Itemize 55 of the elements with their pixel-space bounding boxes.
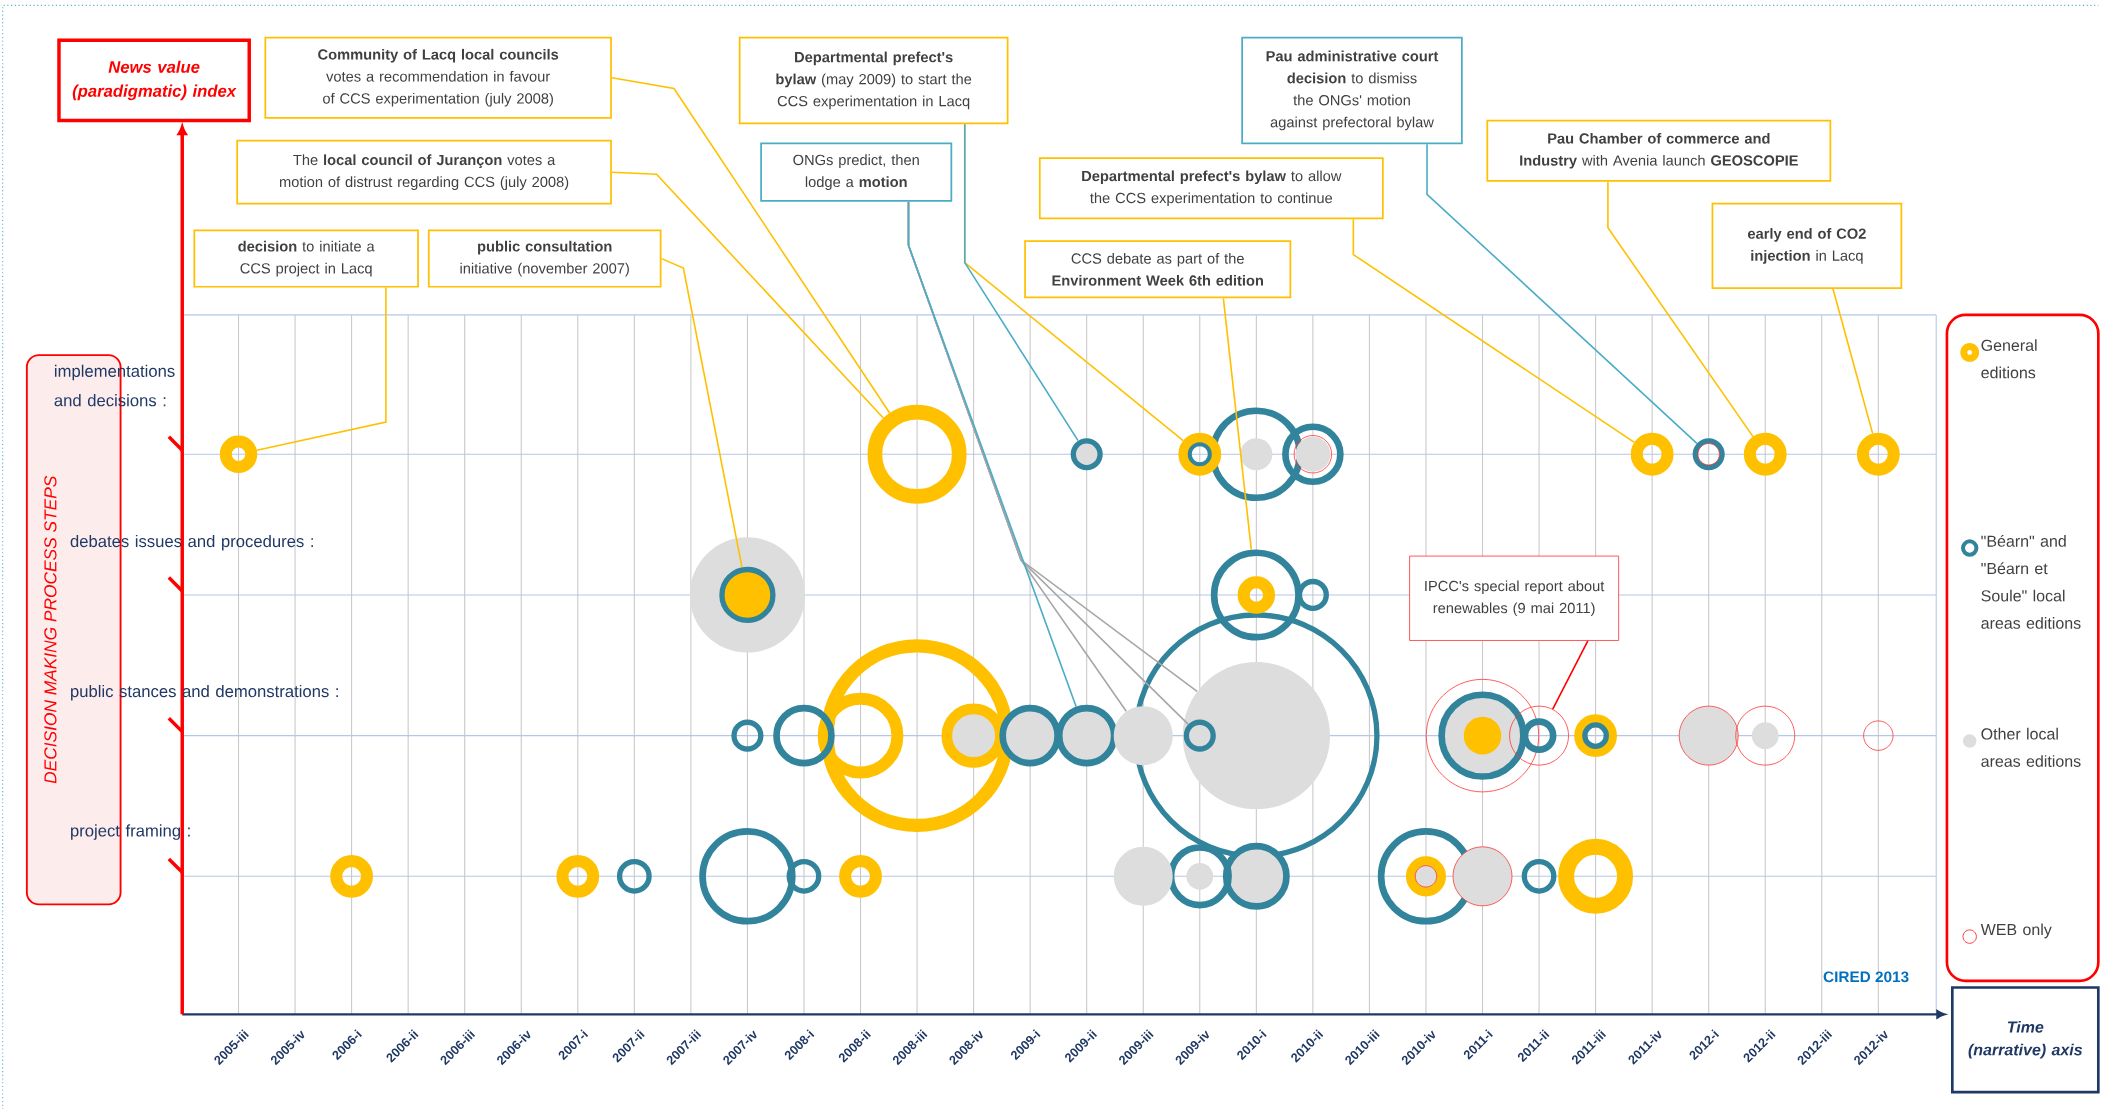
axis-title-box: Time (narrative) axis [1951, 985, 2100, 1094]
bubble [1558, 838, 1634, 914]
bubble [1678, 705, 1739, 766]
credit-text: CIRED 2013 [1823, 971, 1909, 983]
leader-line [1551, 639, 1589, 710]
bubble [1070, 437, 1103, 471]
bubble [219, 435, 258, 473]
callout-box: early end of CO2 injection in Lacq [1711, 202, 1903, 289]
leader-line [1352, 218, 1636, 443]
leader-line [660, 257, 743, 568]
bubble [1856, 432, 1900, 476]
callout-box: The local council of Jurançon votes a motion of distrust regarding CCS (july 2008) [236, 139, 612, 205]
callout-box: ONGs predict, then lodge a motion [760, 142, 953, 202]
bubble [867, 404, 967, 504]
leader-line [1832, 287, 1874, 435]
callout-box: Pau Chamber of commerce and Industry with Avenia launch GEOSCOPIE [1486, 119, 1832, 182]
callout-box: Departmental prefect's bylaw (may 2009) to start the CCS experimentation in Lacq [738, 36, 1009, 124]
bubble [616, 858, 652, 894]
legend-text: Other local areas editions [1981, 727, 2081, 767]
leader-line [611, 171, 885, 419]
bubble [699, 827, 796, 925]
bubble [1521, 858, 1557, 894]
bubble [839, 854, 882, 898]
leader-line [907, 200, 1077, 708]
callout-box: Pau administrative court decision to dismiss the ONGs' motion against prefectoral bylaw [1241, 36, 1463, 145]
callout-box: Community of Lacq local councils votes a recommendation in favour of CCS experimentation (july 2008) [264, 36, 612, 119]
axis-title-box: News value (paradigmatic) index [57, 38, 251, 123]
bubble [817, 692, 904, 779]
legend-text: WEB only [1980, 923, 2052, 939]
callout-box: IPCC's special report about renewables (9 mai 2011) [1409, 555, 1620, 641]
callout-box: Departmental prefect's bylaw to allow the CCS experimentation to continue [1038, 157, 1384, 220]
bubble [731, 719, 764, 752]
legend-text: "Béarn" and "Béarn et Soule" local areas editions [1981, 534, 2081, 629]
legend-text: General editions [1981, 339, 2037, 379]
bubble [1452, 846, 1513, 906]
bubble [1113, 846, 1173, 906]
bubble [330, 854, 373, 898]
leader-line [611, 76, 891, 414]
bubble [1863, 720, 1894, 751]
leader-line [1222, 297, 1253, 551]
leader-line [1426, 143, 1698, 444]
leader-line [1607, 180, 1754, 438]
bubble [1296, 578, 1329, 611]
bubble [773, 704, 835, 767]
bubble [786, 858, 822, 894]
leader-line [963, 123, 1079, 442]
callout-box: decision to initiate a CCS project in Lacq [193, 229, 419, 288]
bubble [1113, 705, 1173, 765]
callout-box: CCS debate as part of the Environment Week 6th edition [1024, 240, 1292, 299]
bubble [556, 854, 600, 898]
bubble [1743, 432, 1787, 476]
callout-box: public consultation initiative (november 2007) [427, 229, 662, 288]
row-label: project framing : [71, 824, 190, 840]
bubble [1630, 432, 1674, 476]
leader-line [256, 286, 387, 451]
